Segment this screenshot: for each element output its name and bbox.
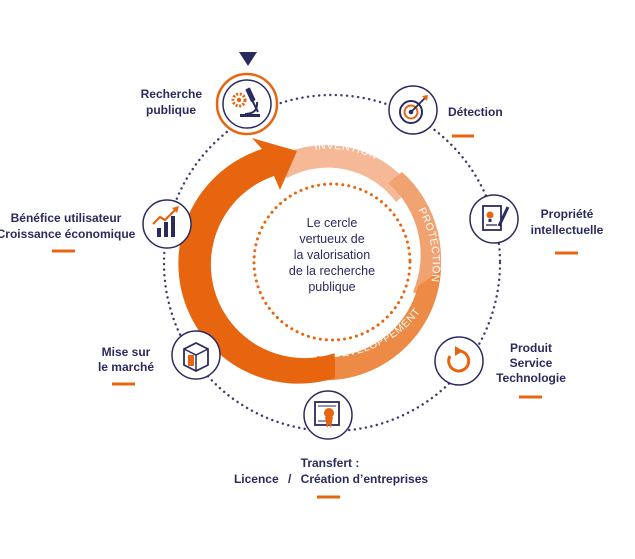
inner-dotted-circle [252, 182, 412, 342]
cycle-arrows-icon [447, 346, 471, 373]
produit-label-line3: Technologie [496, 371, 566, 385]
transfert-label-line2: Licence / Création d’entreprises [234, 472, 428, 486]
marche-label-line1: Mise sur [102, 345, 151, 359]
node-produit [434, 336, 484, 386]
transfert-label-line1: Transfert : [301, 456, 360, 470]
invention-arc [270, 145, 412, 202]
propriete-label-line2: intellectuelle [531, 223, 604, 237]
growth-chart-icon [152, 206, 179, 237]
produit-label-line1: Produit [510, 341, 552, 355]
node-recherche [215, 72, 279, 136]
center-text: Le cercle vertueux de la valorisation de… [289, 216, 375, 294]
licence-text: Licence [234, 472, 279, 486]
benefice-label-line1: Bénéfice utilisateur [11, 211, 122, 225]
separator-text: / [288, 472, 292, 486]
center-line-2: vertueux de [299, 232, 364, 246]
certificate-icon [314, 401, 340, 428]
recherche-label-line2: publique [146, 103, 196, 117]
marche-label-line2: le marché [98, 360, 154, 374]
start-marker-icon [239, 52, 257, 66]
center-line-3: la valorisation [294, 248, 370, 262]
recherche-label-line1: Recherche [141, 87, 203, 101]
innovation-label: INNOVATION [231, 243, 257, 314]
box-icon [183, 341, 209, 373]
benefice-label-line2: Croissance économique [0, 227, 136, 241]
protection-arc [388, 172, 442, 302]
target-icon [399, 95, 428, 124]
idea-document-icon [482, 205, 510, 231]
center-line-5: publique [308, 280, 355, 294]
node-detection [388, 85, 438, 135]
propriete-label-line1: Propriété [541, 207, 594, 221]
innovation-arc [178, 138, 335, 384]
detection-label: Détection [448, 105, 503, 119]
node-propriete [469, 194, 519, 244]
produit-label-line2: Service [510, 356, 553, 370]
center-line-1: Le cercle [307, 216, 358, 230]
creation-text: Création d’entreprises [301, 472, 429, 486]
node-transfert [303, 390, 353, 440]
center-line-4: de la recherche [289, 264, 375, 278]
node-benefice [142, 199, 192, 249]
node-marche [171, 330, 221, 380]
microscope-gear-icon [231, 87, 260, 117]
